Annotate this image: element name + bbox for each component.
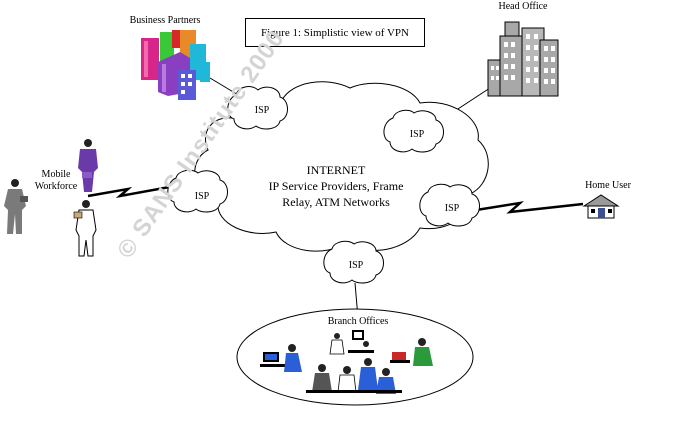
worker-grey-icon <box>4 179 28 234</box>
internet-line1: IP Service Providers, Frame <box>269 179 404 193</box>
isp-label-head-office: ISP <box>410 129 425 140</box>
connector-home-lightning <box>469 201 584 214</box>
connector-mobile-lightning <box>87 184 176 199</box>
isp-label-mobile: ISP <box>195 191 210 202</box>
isp-cloud-head-office: ISP <box>383 109 444 153</box>
head-office-label: Head Office <box>499 1 549 12</box>
partner-buildings-icon <box>141 30 210 100</box>
office-windows <box>491 34 555 84</box>
mobile-label-line1: Mobile <box>42 169 71 180</box>
home-user: Home User <box>582 180 632 219</box>
worker-white-icon <box>73 200 97 257</box>
isp-label-home: ISP <box>445 203 460 214</box>
connector-isp-business-partners <box>209 77 241 97</box>
branch-offices-label: Branch Offices <box>328 316 389 327</box>
branch-offices-ellipse <box>236 308 474 406</box>
isp-cloud-top: ISP <box>227 86 288 130</box>
business-partners-label: Business Partners <box>130 15 201 26</box>
office-workers-icon <box>260 330 433 394</box>
isp-cloud-home: ISP <box>419 183 480 227</box>
internet-text: INTERNET IP Service Providers, Frame Rel… <box>269 163 404 209</box>
isp-cloud-mobile: ISP <box>167 169 228 213</box>
isp-cloud-branch: ISP <box>323 240 384 284</box>
head-office: Head Office <box>487 1 559 97</box>
isp-label-branch: ISP <box>349 260 364 271</box>
isp-label-top: ISP <box>255 105 270 116</box>
business-partners: Business Partners <box>130 15 210 100</box>
figure-caption: Figure 1: Simplistic view of VPN <box>245 18 425 47</box>
home-user-label: Home User <box>585 180 631 191</box>
mobile-workforce: Mobile Workforce <box>4 139 98 257</box>
internet-title: INTERNET <box>307 163 366 177</box>
worker-purple-icon <box>78 139 98 192</box>
house-icon <box>582 194 620 219</box>
internet-line2: Relay, ATM Networks <box>282 195 390 209</box>
mobile-label-line2: Workforce <box>35 181 78 192</box>
branch-offices: Branch Offices <box>236 308 474 406</box>
